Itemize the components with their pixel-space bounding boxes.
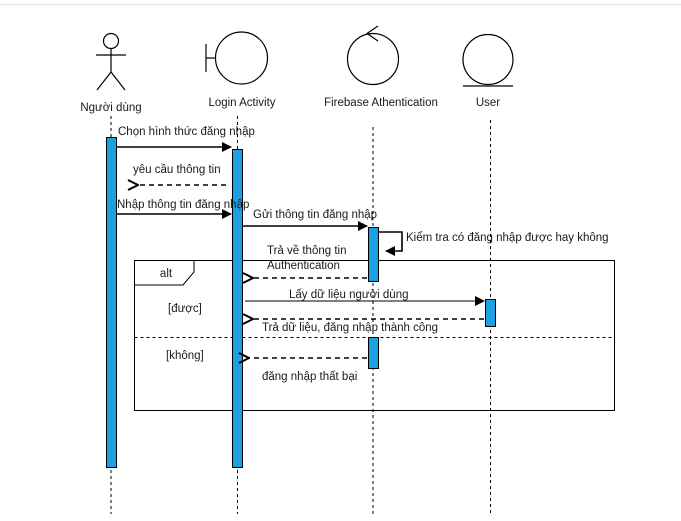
message-label-m6a: Trả về thông tin	[267, 245, 346, 257]
participant-label-db: User	[476, 97, 500, 109]
message-label-m9: đăng nhập thất bại	[262, 371, 357, 383]
control-icon	[346, 25, 400, 86]
message-label-m8: Trả dữ liệu, đăng nhập thành công	[262, 322, 438, 334]
alt-operator-label: alt	[160, 268, 173, 280]
alt-frame	[134, 260, 615, 411]
message-label-m7: Lấy dữ liệu người dùng	[289, 289, 409, 301]
activation-firebase-1	[368, 227, 379, 282]
guard-2: [không]	[166, 350, 204, 362]
message-label-m4: Gửi thông tin đăng nhập	[253, 209, 377, 221]
message-label-m5: Kiểm tra có đăng nhập được hay không	[406, 232, 609, 244]
participant-login: Login Activity	[205, 31, 276, 109]
actor-icon	[96, 32, 126, 91]
guard-1: [được]	[168, 303, 202, 315]
participant-firebase: Firebase Athentication	[324, 25, 438, 109]
message-label-m2: yêu cầu thông tin	[133, 164, 221, 176]
participant-label-firebase: Firebase Athentication	[324, 97, 438, 109]
message-label-m6b: Authentication	[267, 260, 340, 272]
alt-fragment: alt [được] [không]	[134, 260, 615, 411]
participant-user: Người dùng	[80, 32, 142, 114]
activation-login	[232, 149, 243, 468]
boundary-icon	[205, 31, 269, 85]
entity-icon	[462, 33, 514, 87]
alt-operator-tab	[134, 260, 195, 286]
message-label-m1: Chọn hình thức đăng nhập	[118, 126, 255, 138]
participant-label-user: Người dùng	[80, 102, 141, 114]
activation-firebase-2	[368, 337, 379, 369]
activation-user	[106, 137, 117, 468]
message-arrow-m5	[379, 231, 403, 256]
participant-label-login: Login Activity	[208, 97, 275, 109]
activation-db	[485, 299, 496, 327]
message-label-m3: Nhập thông tin đăng nhập	[117, 199, 249, 211]
participant-db: User	[462, 33, 514, 109]
